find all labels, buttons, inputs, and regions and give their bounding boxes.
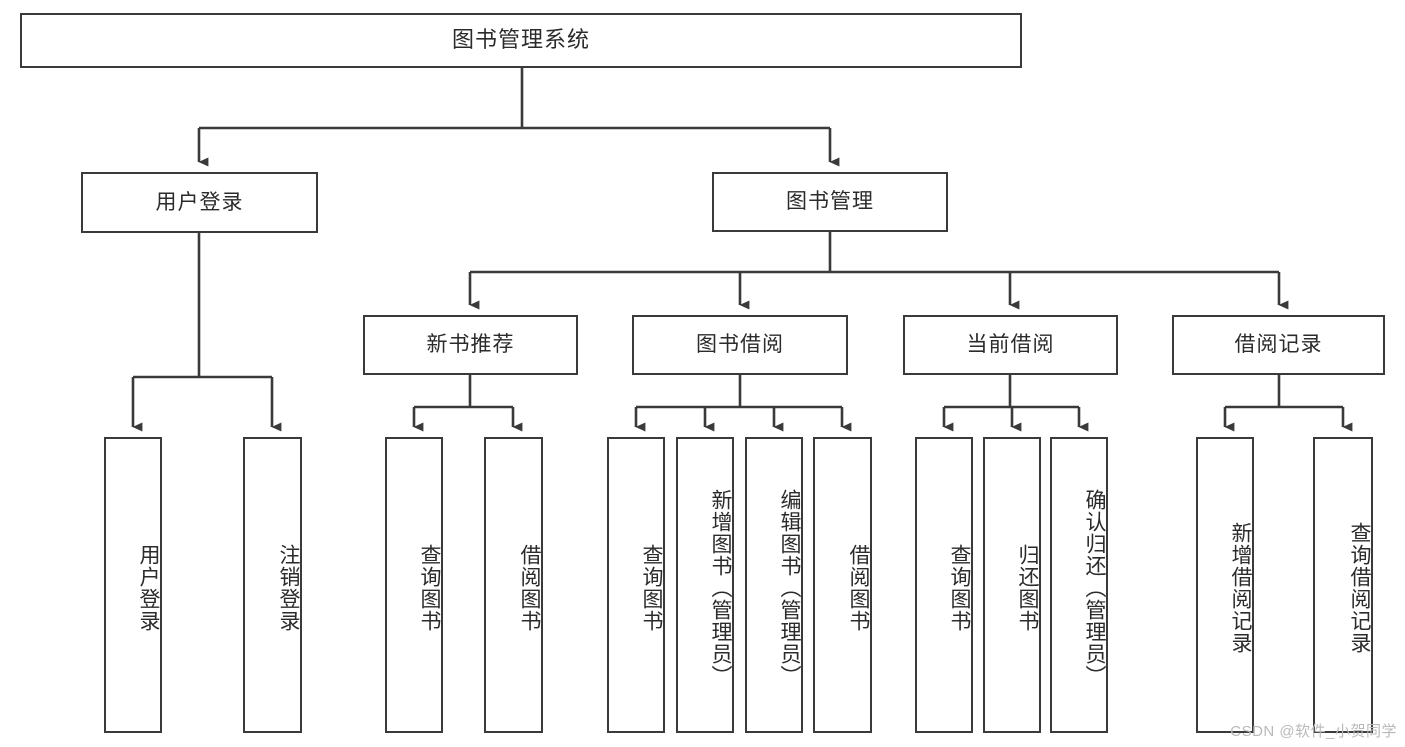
node-label: 图书借阅 xyxy=(696,333,784,357)
watermark-text: CSDN @软件_小贺同学 xyxy=(1230,723,1397,740)
node-book-manage[interactable]: 图书管理 xyxy=(712,172,948,232)
node-user-login[interactable]: 用户登录 xyxy=(81,172,318,233)
node-label: 新书推荐 xyxy=(426,333,515,357)
node-leaf-add-book[interactable]: 新增图书（管理员） xyxy=(676,437,734,733)
node-leaf-return-book[interactable]: 归还图书 xyxy=(983,437,1041,733)
node-label: 归还图书 xyxy=(1016,544,1039,632)
node-label: 查询图书 xyxy=(418,544,441,632)
node-label: 借阅图书 xyxy=(847,544,870,632)
node-label: 查询借阅记录 xyxy=(1348,522,1371,654)
node-label: 图书管理 xyxy=(786,190,874,214)
node-label: 用户登录 xyxy=(155,190,244,214)
node-label: 编辑图书（管理员） xyxy=(778,489,801,687)
node-label: 图书管理系统 xyxy=(451,27,590,53)
node-leaf-query-record[interactable]: 查询借阅记录 xyxy=(1313,437,1373,733)
node-new-book-recommend[interactable]: 新书推荐 xyxy=(363,315,578,375)
node-leaf-query-book-1[interactable]: 查询图书 xyxy=(385,437,443,733)
node-label: 注销登录 xyxy=(277,544,300,632)
node-label: 借阅记录 xyxy=(1234,333,1323,357)
node-label: 查询图书 xyxy=(948,544,971,632)
node-leaf-confirm-return[interactable]: 确认归还（管理员） xyxy=(1050,437,1108,733)
node-label: 借阅图书 xyxy=(518,544,541,632)
node-label: 确认归还（管理员） xyxy=(1083,489,1106,687)
node-leaf-add-record[interactable]: 新增借阅记录 xyxy=(1196,437,1254,733)
node-label: 当前借阅 xyxy=(966,333,1055,357)
node-root-system[interactable]: 图书管理系统 xyxy=(20,13,1022,68)
node-leaf-query-book-3[interactable]: 查询图书 xyxy=(915,437,973,733)
node-leaf-borrow-book-2[interactable]: 借阅图书 xyxy=(813,437,872,733)
node-leaf-logout-login[interactable]: 注销登录 xyxy=(243,437,302,733)
node-book-borrow[interactable]: 图书借阅 xyxy=(632,315,848,375)
node-label: 新增借阅记录 xyxy=(1229,522,1252,654)
node-leaf-edit-book[interactable]: 编辑图书（管理员） xyxy=(745,437,803,733)
node-label: 用户登录 xyxy=(137,544,160,632)
node-leaf-borrow-book-1[interactable]: 借阅图书 xyxy=(484,437,543,733)
node-borrow-record[interactable]: 借阅记录 xyxy=(1172,315,1385,375)
node-label: 查询图书 xyxy=(640,544,663,632)
node-leaf-query-book-2[interactable]: 查询图书 xyxy=(607,437,665,733)
node-label: 新增图书（管理员） xyxy=(709,489,732,687)
node-leaf-user-login[interactable]: 用户登录 xyxy=(104,437,162,733)
node-current-borrow[interactable]: 当前借阅 xyxy=(903,315,1118,375)
